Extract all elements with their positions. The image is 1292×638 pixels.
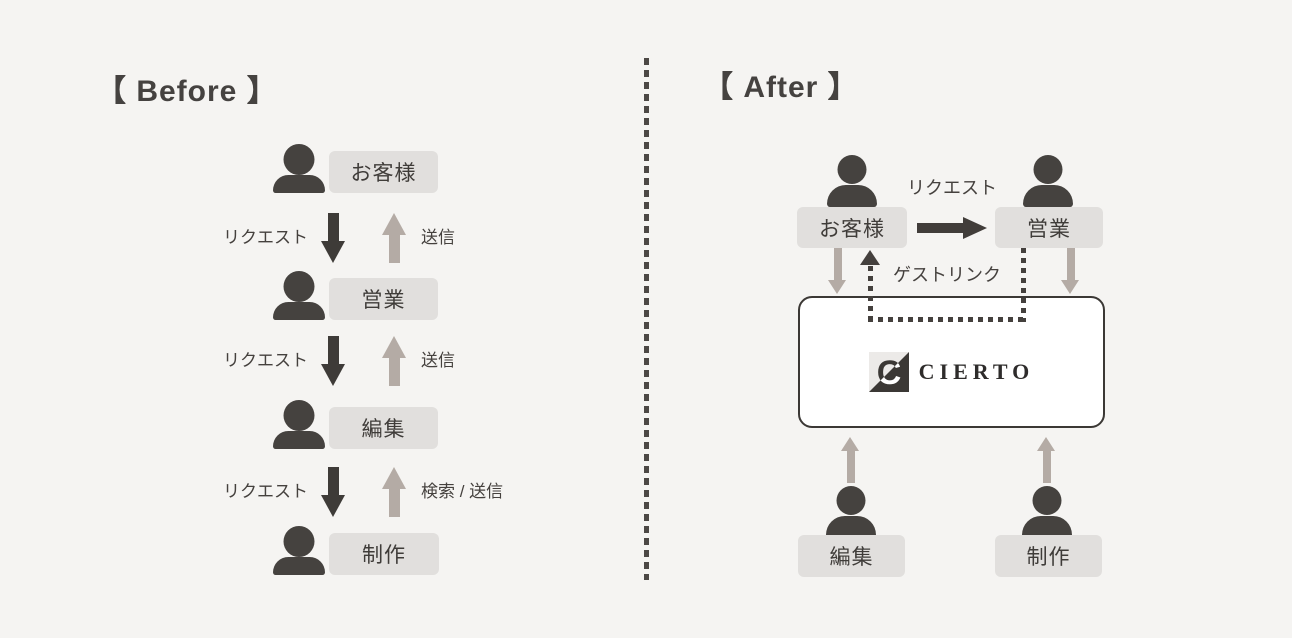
guest-link-arrowhead xyxy=(860,250,880,265)
request-down-arrow xyxy=(321,213,346,263)
person-body-icon xyxy=(273,302,325,320)
node-label-production: 制作 xyxy=(329,533,439,575)
person-icon-production xyxy=(1022,486,1072,538)
person-head-icon xyxy=(837,155,867,184)
node-label-editor: 編集 xyxy=(329,407,438,449)
node-label-sales: 営業 xyxy=(329,278,438,320)
node-label-editor: 編集 xyxy=(798,535,905,577)
person-body-icon xyxy=(826,516,876,538)
sales-to-platform-arrow xyxy=(1061,248,1080,294)
person-head-icon xyxy=(283,271,315,302)
request-down-arrow xyxy=(321,467,346,517)
person-body-icon xyxy=(827,185,877,207)
person-body-icon xyxy=(273,557,325,575)
person-head-icon xyxy=(283,526,315,557)
person-head-icon xyxy=(283,400,315,431)
person-icon-customer xyxy=(273,144,325,193)
node-label-production: 制作 xyxy=(995,535,1102,577)
panel-divider xyxy=(644,58,649,580)
person-icon-customer xyxy=(827,155,877,207)
cierto-logo: C C CIERTO xyxy=(800,298,1103,426)
cierto-wordmark: CIERTO xyxy=(918,359,1035,384)
person-icon-production xyxy=(273,526,325,575)
node-label-customer: お客様 xyxy=(329,151,438,193)
send-up-arrow xyxy=(382,213,407,263)
guest-link-label: ゲストリンク xyxy=(893,265,1001,285)
search-send-up-arrow xyxy=(382,467,407,517)
node-label-sales: 営業 xyxy=(995,207,1103,248)
person-head-icon xyxy=(1033,155,1063,184)
flow-send-label: 送信 xyxy=(421,228,455,247)
customer-to-platform-arrow xyxy=(828,248,847,294)
node-label-customer: お客様 xyxy=(797,207,907,248)
person-body-icon xyxy=(1022,516,1072,538)
person-icon-editor xyxy=(273,400,325,449)
person-icon-sales xyxy=(273,271,325,320)
send-up-arrow xyxy=(382,336,407,386)
person-head-icon xyxy=(283,144,315,175)
flow-request-label: リクエスト xyxy=(223,351,308,370)
guest-link-dotted-vertical-left xyxy=(868,266,873,323)
cierto-logo-icon: C C xyxy=(868,352,909,392)
person-body-icon xyxy=(1023,185,1073,207)
person-body-icon xyxy=(273,431,325,449)
request-label: リクエスト xyxy=(907,178,997,198)
cierto-platform-box: C C CIERTO xyxy=(798,296,1105,428)
request-right-arrow xyxy=(917,217,987,239)
person-icon-editor xyxy=(826,486,876,538)
flow-search-send-label: 検索 / 送信 xyxy=(421,482,504,501)
guest-link-dotted-horizontal xyxy=(868,317,1028,322)
flow-request-label: リクエスト xyxy=(223,228,308,247)
production-to-platform-arrow xyxy=(1037,437,1056,483)
person-body-icon xyxy=(273,175,325,193)
guest-link-dotted-vertical-right xyxy=(1021,248,1026,322)
person-head-icon xyxy=(836,486,866,515)
request-down-arrow xyxy=(321,336,346,386)
editor-to-platform-arrow xyxy=(841,437,860,483)
after-title: 【 After 】 xyxy=(703,71,859,104)
flow-request-label: リクエスト xyxy=(223,482,308,501)
flow-send-label: 送信 xyxy=(421,351,455,370)
person-icon-sales xyxy=(1023,155,1073,207)
person-head-icon xyxy=(1032,486,1062,515)
before-title: 【 Before 】 xyxy=(96,75,278,108)
